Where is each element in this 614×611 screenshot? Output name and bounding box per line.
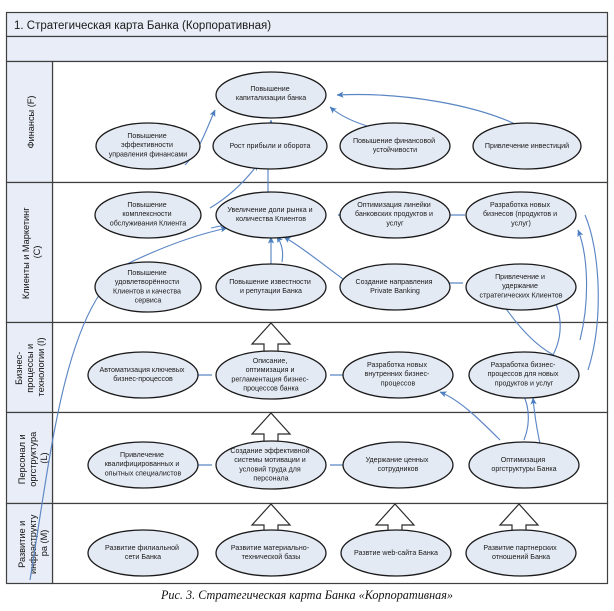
- svg-text:Развитие филиальной се: Развитие филиальной сети Банка: [105, 544, 181, 561]
- perspective-label-C-l1: Клиенты и Маркетинг: [21, 207, 31, 299]
- perspective-label-M-l1: Развитие и: [17, 521, 27, 568]
- svg-text:Повышение удовлетворён: Повышение удовлетворённости Клиентов и к…: [113, 269, 183, 305]
- node-f_cap[interactable]: Повышение капитализации банка: [215, 71, 327, 119]
- svg-text:Оптимизация линейки ба: Оптимизация линейки банковских продуктов…: [355, 201, 435, 227]
- perspective-label-L-l3: (L): [39, 452, 49, 463]
- page-title: 1. Стратегическая карта Банка (Корпорати…: [14, 20, 271, 32]
- perspective-label-L-l2: оргструктура: [28, 431, 38, 487]
- sidebar-item-development: Развитие и инфраструкту ра (M): [17, 512, 49, 574]
- node-c_priv[interactable]: Создание направления Private Banking: [339, 263, 451, 311]
- node-l_org[interactable]: Оптимизация оргструктуры Банка: [468, 441, 580, 489]
- node-m_web[interactable]: Развтие web-сайта Банка: [340, 529, 452, 577]
- svg-text:Создание эффективной с: Создание эффективной системы мотивации и…: [230, 447, 311, 483]
- sidebar-item-personnel: Персонал и оргструктура (L): [17, 429, 49, 487]
- svg-text:Клиенты и Маркетинг (C: Клиенты и Маркетинг (C): [21, 205, 42, 299]
- perspective-label-C-l2: (C): [32, 246, 42, 259]
- svg-text:Увеличение доли рынка и: Увеличение доли рынка и количества Клиен…: [227, 206, 314, 223]
- svg-text:Привлечение и удержани: Привлечение и удержание стратегических К…: [480, 273, 563, 299]
- svg-text:Описание, оптимизация: Описание, оптимизация и регламентация би…: [231, 357, 310, 393]
- svg-text:Создание направления P: Создание направления Private Banking: [356, 278, 435, 295]
- svg-text:Повышение комплексност: Повышение комплексности обслуживания Кли…: [110, 201, 187, 227]
- node-l_keep[interactable]: Удержание ценных сотрудников: [342, 441, 454, 489]
- node-c_share[interactable]: Увеличение доли рынка и количества Клиен…: [215, 191, 327, 239]
- svg-text:Бизнес- процессы и: Бизнес- процессы и технологии (I): [14, 337, 46, 396]
- svg-text:Повышение эффективност: Повышение эффективности управления финан…: [109, 132, 188, 158]
- svg-text:Привлечение инвестиций: Привлечение инвестиций: [485, 142, 569, 150]
- svg-text:Развтие web-сайта Банка: Развтие web-сайта Банка: [354, 549, 438, 557]
- sidebar-item-clients: Клиенты и Маркетинг (C): [21, 205, 42, 299]
- node-c_rep[interactable]: Повышение известности и репутации Банка: [215, 263, 327, 311]
- svg-text:Повышение капитализаци: Повышение капитализации банка: [236, 85, 306, 102]
- svg-text:Автоматизация ключевых: Автоматизация ключевых бизнес-процессов: [100, 366, 187, 383]
- svg-text:Повышение финансовой у: Повышение финансовой устойчивости: [353, 137, 437, 154]
- node-m_mat[interactable]: Развитие материально- технической базы: [215, 529, 327, 577]
- perspective-label-I-l3: технологии (I): [36, 337, 46, 396]
- svg-text:Привлечение квалифицир: Привлечение квалифицированных и опытных …: [105, 451, 182, 477]
- perspective-label-M-l2: инфраструкту: [28, 514, 38, 574]
- perspective-label-I-l1: Бизнес-: [14, 352, 24, 385]
- svg-text:Повышение известности: Повышение известности и репутации Банка: [229, 278, 313, 295]
- node-c_compl[interactable]: Повышение комплексности обслуживания Кли…: [94, 191, 202, 239]
- node-i_newbp[interactable]: Разработка бизнес- процессов для новых п…: [468, 351, 580, 399]
- sidebar-item-finance: Финансы (F): [26, 96, 36, 149]
- node-i_descr[interactable]: Описание, оптимизация и регламентация би…: [215, 350, 327, 400]
- perspective-label-I-l2: процессы и: [25, 344, 35, 393]
- node-f_eff[interactable]: Повышение эффективности управления финан…: [95, 122, 201, 170]
- node-f_profit[interactable]: Рост прибыли и оборота: [212, 122, 328, 170]
- node-c_newbiz[interactable]: Разработка новых бизнесов (продуктов и у…: [465, 191, 577, 239]
- svg-text:Разработка новых внутр: Разработка новых внутренних бизнес- проц…: [365, 361, 432, 387]
- node-i_auto[interactable]: Автоматизация ключевых бизнес-процессов: [87, 351, 199, 399]
- perspective-label-M-l3: ра (M): [39, 530, 49, 557]
- node-c_line[interactable]: Оптимизация линейки банковских продуктов…: [339, 191, 451, 239]
- svg-text:Оптимизация оргструкту: Оптимизация оргструктуры Банка: [491, 456, 556, 473]
- node-c_strat[interactable]: Привлечение и удержание стратегических К…: [465, 263, 577, 311]
- perspective-label-F: Финансы (F): [26, 96, 36, 149]
- node-f_stab[interactable]: Повышение финансовой устойчивости: [339, 122, 451, 170]
- svg-text:Развитие и инфраструкт: Развитие и инфраструкту ра (M): [17, 512, 49, 574]
- figure-caption: Рис. 3. Стратегическая карта Банка «Корп…: [160, 588, 453, 602]
- svg-text:Финансы (F): Финансы (F): [26, 96, 36, 149]
- svg-text:Рост прибыли и оборота: Рост прибыли и оборота: [230, 142, 311, 150]
- svg-text:Удержание ценных сотру: Удержание ценных сотрудников: [366, 456, 431, 473]
- svg-text:Разработка бизнес- про: Разработка бизнес- процессов для новых п…: [488, 361, 561, 387]
- node-m_branch[interactable]: Развитие филиальной сети Банка: [87, 529, 199, 577]
- svg-text:Персонал и оргструктур: Персонал и оргструктура (L): [17, 429, 49, 486]
- node-f_inv[interactable]: Привлечение инвестиций: [472, 122, 582, 170]
- node-l_motiv[interactable]: Создание эффективной системы мотивации и…: [215, 440, 327, 490]
- perspective-label-L-l1: Персонал и: [17, 434, 27, 484]
- svg-text:Развитие материально-: Развитие материально- технической базы: [231, 544, 311, 561]
- node-m_partn[interactable]: Развитие партнерских отношений Банка: [465, 529, 577, 577]
- node-c_satisf[interactable]: Повышение удовлетворённости Клиентов и к…: [94, 261, 202, 313]
- sidebar-item-processes: Бизнес- процессы и технологии (I): [14, 337, 46, 396]
- svg-text:Разработка новых бизне: Разработка новых бизнесов (продуктов и у…: [483, 201, 559, 227]
- node-l_hire[interactable]: Привлечение квалифицированных и опытных …: [87, 441, 199, 489]
- svg-text:Развитие партнерских о: Развитие партнерских отношений Банка: [483, 544, 558, 561]
- node-i_inner[interactable]: Разработка новых внутренних бизнес- проц…: [342, 351, 454, 399]
